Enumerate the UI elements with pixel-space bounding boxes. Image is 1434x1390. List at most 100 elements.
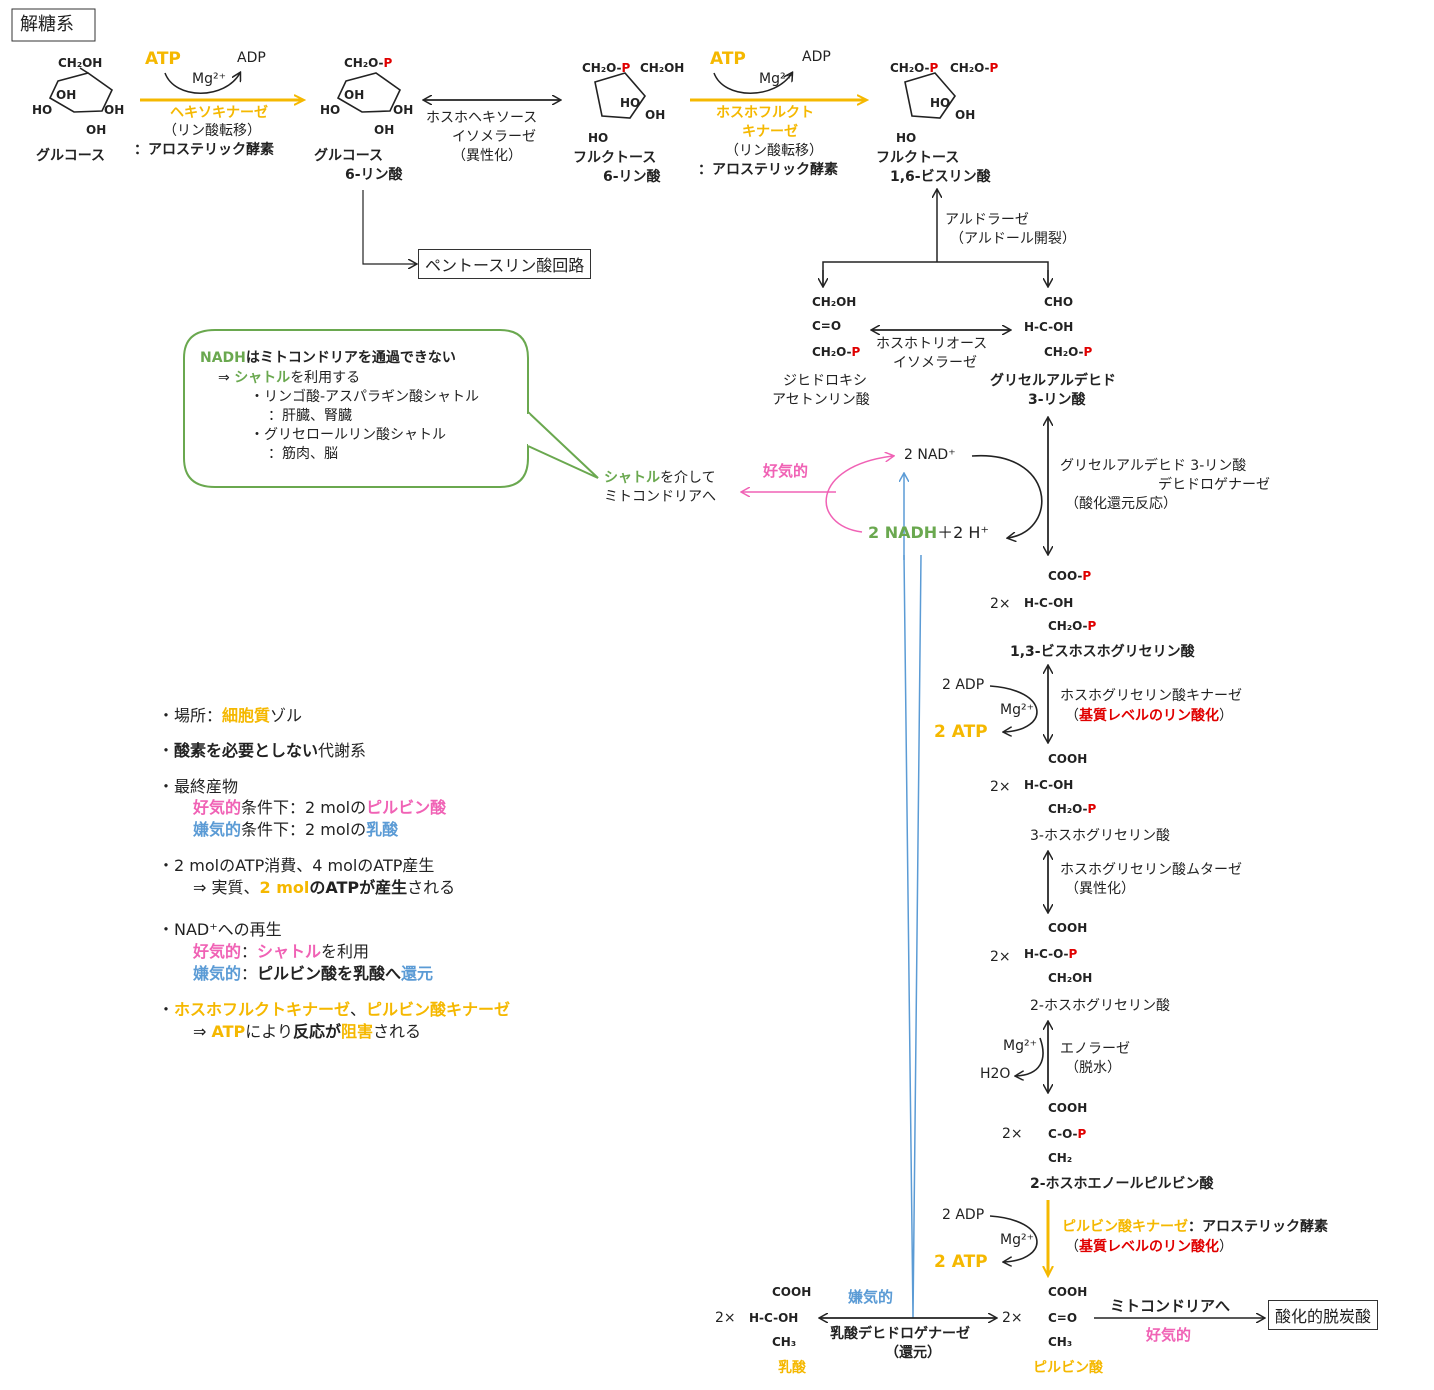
f16bp-label1: フルクトース (876, 150, 960, 166)
bpg-coop: COO-P (1048, 569, 1092, 583)
pg2-hcop: H-C-O-P (1024, 947, 1078, 961)
dhap-label2: アセトンリン酸 (772, 392, 870, 408)
f16bp-oh: OH (955, 108, 976, 122)
pgm-l2: （異性化） (1065, 881, 1135, 897)
hexokinase-atp: ATP (145, 49, 181, 69)
pfk-l4: ：アロステリック酵素 (698, 162, 838, 178)
ldh-l2: （還元） (885, 1345, 941, 1361)
isomerase-l3: （異性化） (452, 148, 522, 164)
f6p-oh: OH (645, 108, 666, 122)
pg2-mult: 2× (990, 949, 1011, 965)
f6p-ho2: HO (588, 131, 609, 145)
f6p-ring (594, 72, 647, 119)
gapdh-l3: （酸化還元反応） (1065, 496, 1177, 512)
bpg-label: 1,3-ビスホスホグリセリン酸 (1010, 644, 1195, 660)
isomerase-l2: イソメラーゼ (452, 129, 536, 145)
f16bp-ho2: HO (896, 131, 917, 145)
pg3-label: 3-ホスホグリセリン酸 (1030, 828, 1170, 844)
glucose-ch2oh: CH₂OH (58, 56, 103, 70)
lactate-label: 乳酸 (778, 1360, 806, 1376)
gapdh-l2: デヒドロゲナーゼ (1158, 477, 1270, 493)
bubble-line3: ・リンゴ酸-アスパラギン酸シャトル (250, 389, 480, 405)
g6p-label1: グルコース (314, 148, 384, 164)
enolase-l1: エノラーゼ (1060, 1041, 1130, 1057)
pyruvate-cooh: COOH (1048, 1285, 1088, 1299)
hexokinase-adp: ADP (237, 50, 266, 66)
shuttle-l2: ミトコンドリアへ (604, 489, 716, 505)
pep-mult: 2× (1002, 1126, 1023, 1142)
tpi-l2: イソメラーゼ (893, 355, 977, 371)
note-location: ・場所：細胞質ゾル (158, 706, 303, 725)
shuttle-l1: シャトルを介して (604, 470, 716, 486)
pk-l2: （基質レベルのリン酸化） (1065, 1239, 1233, 1255)
hexokinase-name: ヘキソキナーゼ (170, 105, 268, 121)
pfk-adp: ADP (802, 49, 831, 65)
pk-adp: 2 ADP (942, 1207, 985, 1223)
g6p-ring (336, 72, 402, 113)
pgk-atp: 2 ATP (934, 722, 988, 742)
gap-label1: グリセルアルデヒド (990, 373, 1116, 389)
f16bp-ho: HO (930, 96, 951, 110)
note-product-anaerobic: 嫌気的条件下：2 molの乳酸 (193, 820, 399, 839)
pep-cooh: COOH (1048, 1101, 1088, 1115)
pep-cop: C-O-P (1048, 1127, 1087, 1141)
gap-cho: CHO (1044, 295, 1074, 309)
gap-ch2op: CH₂O-P (1044, 345, 1093, 359)
pfk-mg: Mg²⁺ (759, 71, 793, 87)
pg3-mult: 2× (990, 779, 1011, 795)
f16bp-ring (904, 72, 957, 119)
pg3-cooh: COOH (1048, 752, 1088, 766)
note-regulation-atp: ⇒ ATPにより反応が阻害される (193, 1022, 422, 1041)
pk-l1: ピルビン酸キナーゼ：アロステリック酵素 (1062, 1219, 1328, 1235)
mito-l1: ミトコンドリアへ (1110, 1297, 1231, 1315)
enolase-mg: Mg²⁺ (1003, 1038, 1037, 1054)
lactate-cooh: COOH (772, 1285, 812, 1299)
speech-bubble (183, 329, 529, 488)
g6p-oh3: OH (374, 123, 395, 137)
pg2-ch2oh: CH₂OH (1048, 971, 1093, 985)
pyruvate-ch3: CH₃ (1048, 1335, 1073, 1349)
gap-label2: 3-リン酸 (1028, 392, 1086, 408)
oxidative-decarboxylation-box: 酸化的脱炭酸 (1268, 1300, 1379, 1330)
note-atp-net: ⇒ 実質、2 molのATPが産生される (193, 878, 456, 897)
hexokinase-mg: Mg²⁺ (192, 71, 226, 87)
g6p-oh1: OH (393, 103, 414, 117)
pfk-l2: キナーゼ (742, 124, 798, 140)
bubble-line2: ⇒ シャトルを利用する (218, 370, 361, 386)
pentose-phosphate-box: ペントースリン酸回路 (418, 249, 592, 279)
f16bp-ch2o1: CH₂O-P (890, 61, 939, 75)
g6p-ho: HO (320, 103, 341, 117)
f6p-label2: 6-リン酸 (603, 169, 661, 185)
glucose-label: グルコース (36, 148, 106, 164)
pgk-mg: Mg²⁺ (1000, 702, 1034, 718)
note-atp: ・2 molのATP消費、4 molのATP産生 (158, 856, 435, 875)
note-regulation: ・ホスホフルクトキナーゼ、ピルビン酸キナーゼ (158, 1000, 511, 1019)
pep-label: 2-ホスホエノールピルビン酸 (1030, 1176, 1214, 1192)
pk-mg: Mg²⁺ (1000, 1232, 1034, 1248)
hexokinase-allosteric: ：アロステリック酵素 (134, 142, 274, 158)
mito-aerobic: 好気的 (1146, 1326, 1192, 1344)
pg2-label: 2-ホスホグリセリン酸 (1030, 998, 1170, 1014)
bubble-line4: ：肝臓、腎臓 (268, 408, 352, 424)
pgk-l1: ホスホグリセリン酸キナーゼ (1060, 688, 1242, 704)
pg3-ch2op: CH₂O-P (1048, 802, 1097, 816)
aldolase-l1: アルドラーゼ (945, 212, 1029, 228)
pep-ch2: CH₂ (1048, 1151, 1073, 1165)
note-nad-aerobic: 好気的：シャトルを利用 (193, 942, 370, 961)
pyruvate-co: C=O (1048, 1311, 1078, 1325)
bpg-ch2op: CH₂O-P (1048, 619, 1097, 633)
bpg-hcoh: H-C-OH (1024, 596, 1074, 610)
bpg-mult: 2× (990, 596, 1011, 612)
pgm-l1: ホスホグリセリン酸ムターゼ (1060, 862, 1242, 878)
page-title: 解糖系 (20, 14, 74, 35)
f16bp-ch2o2: CH₂O-P (950, 61, 999, 75)
isomerase-l1: ホスホヘキソース (426, 110, 538, 126)
glucose-ring (48, 67, 114, 113)
g6p-oh2: OH (344, 88, 365, 102)
enolase-l2: （脱水） (1065, 1060, 1121, 1076)
ldh-l1: 乳酸デヒドロゲナーゼ (830, 1326, 970, 1342)
lactate-hcoh: H-C-OH (749, 1311, 799, 1325)
f6p-ch2oh: CH₂OH (640, 61, 685, 75)
pyruvate-label: ピルビン酸 (1033, 1360, 1103, 1376)
